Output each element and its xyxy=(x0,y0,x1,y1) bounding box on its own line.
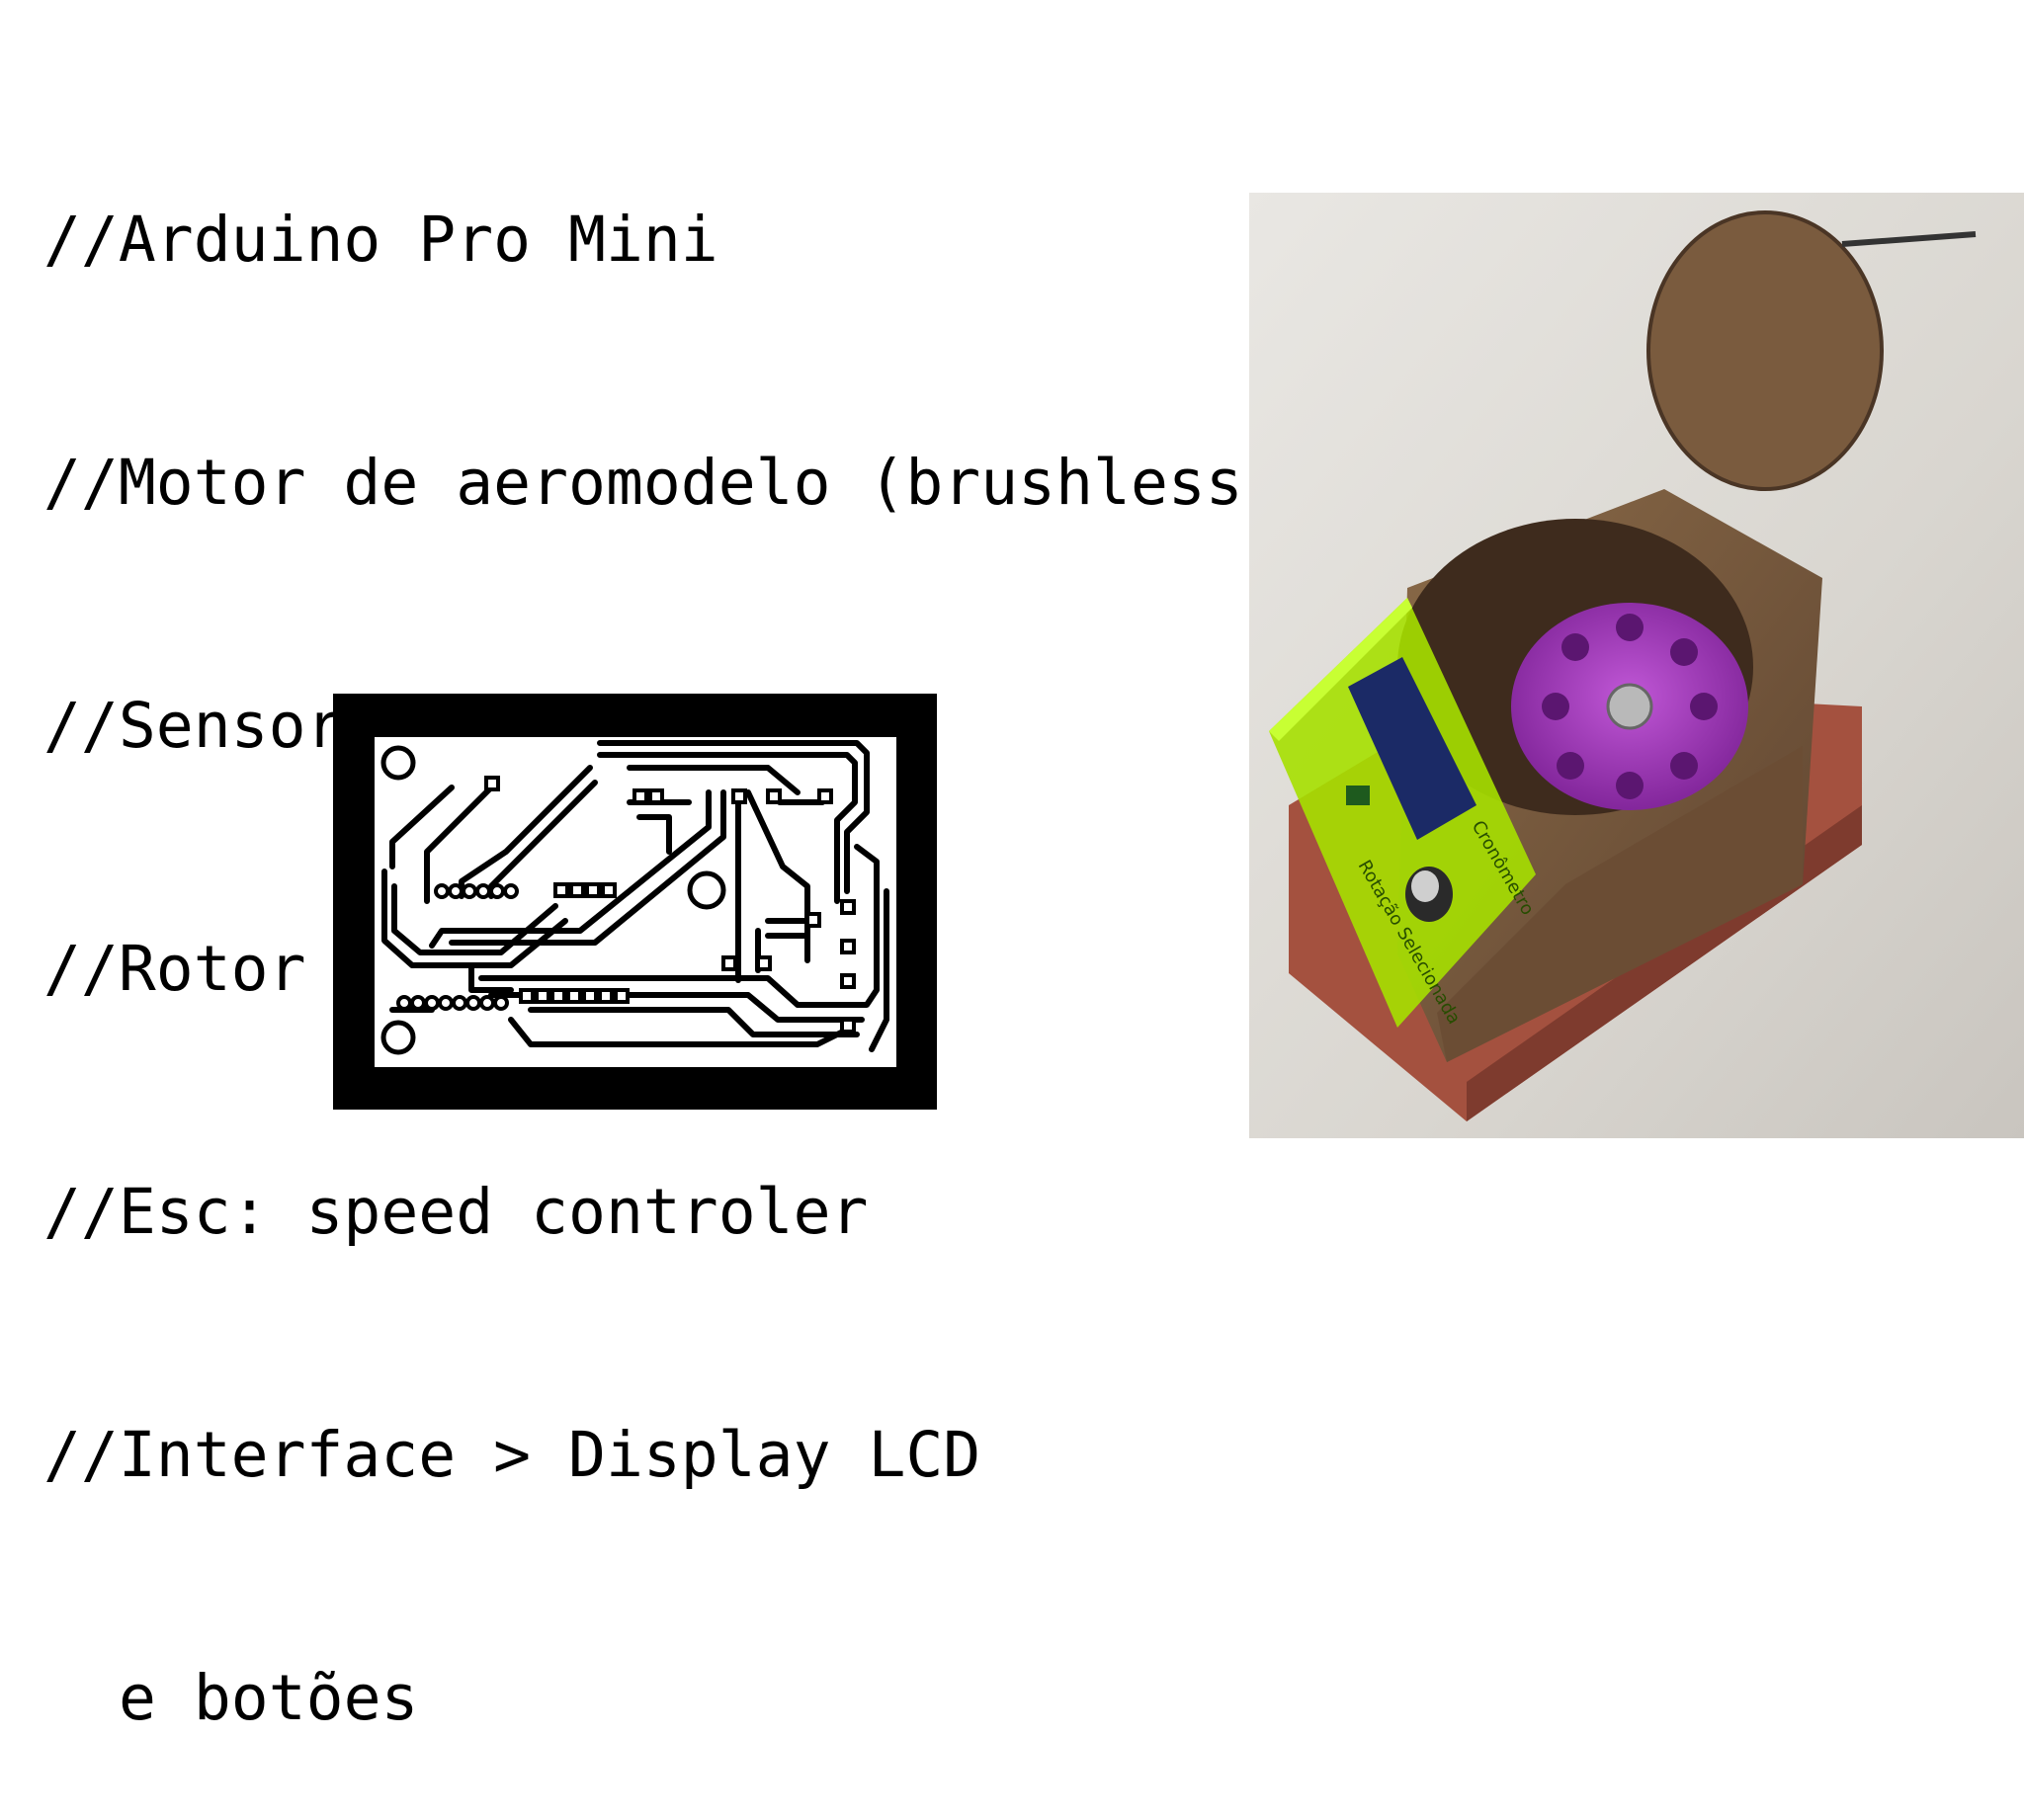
component-line-interface: //Interface > Display LCD xyxy=(43,1419,981,1491)
pcb-layout-image xyxy=(333,694,937,1110)
component-line-arduino: //Arduino Pro Mini xyxy=(43,204,718,276)
component-line-esc: //Esc: speed controler xyxy=(43,1176,869,1248)
component-line-interface-cont: e botões xyxy=(119,1662,419,1734)
centrifuge-photo: Rotação Selecionada Cronômetro xyxy=(1249,193,2024,1138)
component-line-motor: //Motor de aeromodelo (brushless) xyxy=(43,447,1281,519)
